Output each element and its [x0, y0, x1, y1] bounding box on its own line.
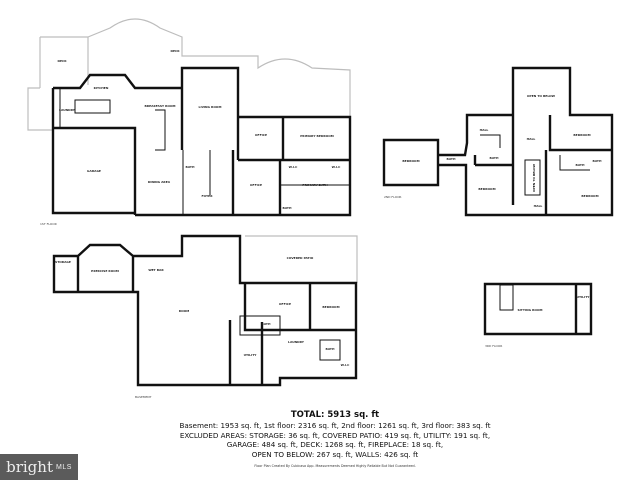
room-label: LAUNDRY — [59, 108, 76, 112]
room-label: LAUNDRY — [288, 340, 305, 344]
room-label: ROOM — [179, 309, 189, 313]
room-label: BATH — [490, 156, 499, 160]
room-label: BEDROOM — [581, 194, 598, 198]
total-area: TOTAL: 5913 sq. ft — [290, 410, 380, 420]
room-label: BATH — [447, 157, 456, 161]
room-label: BATH — [283, 206, 292, 210]
credit-text: Floor Plan Created By Cubicasa App. Meas… — [254, 464, 416, 468]
third-floor-plan: SITTING ROOM UTILITY 3RD FLOOR — [483, 282, 593, 348]
floor-label: 3RD FLOOR — [485, 344, 502, 348]
room-label: UTILITY — [244, 353, 258, 357]
room-label: WET BAR — [148, 268, 164, 272]
room-label: PRIMARY BEDROOM — [300, 134, 334, 138]
room-label: BEDROOM — [478, 187, 495, 191]
room-label: PRIMARY BATH — [302, 183, 328, 187]
logo-suffix: MLS — [55, 463, 72, 471]
room-label: EXERCISE ROOM — [91, 269, 119, 273]
room-label: OPEN TO BELOW — [527, 94, 556, 98]
room-label: OFFICE — [279, 302, 291, 306]
room-label: BEDROOM — [573, 133, 590, 137]
room-label: UTILITY — [577, 295, 591, 299]
bright-mls-logo: bright MLS — [0, 454, 78, 480]
excluded-areas: EXCLUDED AREAS: STORAGE: 36 sq. ft, COVE… — [179, 430, 491, 440]
excluded-areas-cont2: OPEN TO BELOW: 267 sq. ft, WALLS: 426 sq… — [251, 449, 419, 459]
area-summary: TOTAL: 5913 sq. ft Basement: 1953 sq. ft… — [150, 410, 520, 468]
basement-plan: STORAGE EXERCISE ROOM WET BAR COVERED PA… — [52, 234, 358, 399]
room-label: OPEN TO BELOW — [532, 163, 536, 192]
room-label: KITCHEN — [94, 86, 109, 90]
room-label: BREAKFAST ROOM — [145, 104, 176, 108]
first-floor-plan: DECK DECK KITCHEN BREAKFAST ROOM LIVING … — [27, 18, 352, 226]
room-label: HALL — [480, 128, 489, 132]
room-label: OFFICE — [255, 133, 267, 137]
room-label: STORAGE — [55, 260, 71, 264]
room-label: LIVING ROOM — [199, 105, 222, 109]
room-label: BATH — [593, 159, 602, 163]
floor-areas: Basement: 1953 sq. ft, 1st floor: 2316 s… — [179, 421, 491, 430]
room-label: FOYER — [201, 194, 213, 198]
room-label: W.I.C — [341, 363, 350, 367]
room-label: W.I.C — [332, 165, 341, 169]
room-label: BATH — [576, 163, 585, 167]
logo-brand: bright — [6, 458, 53, 476]
room-label: BATH — [326, 347, 335, 351]
floor-label: 2ND FLOOR — [384, 195, 402, 199]
room-label: BEDROOM — [322, 305, 339, 309]
room-label: DECK — [57, 59, 67, 63]
room-label: HALL — [527, 137, 536, 141]
room-label: GARAGE — [87, 169, 101, 173]
floor-label: 1ST FLOOR — [40, 222, 57, 226]
room-label: SITTING ROOM — [518, 308, 543, 312]
room-label: DINING AREA — [148, 180, 171, 184]
floor-label: BASEMENT — [135, 395, 152, 399]
excluded-areas-cont: GARAGE: 484 sq. ft, DECK: 1268 sq. ft, F… — [226, 440, 444, 449]
room-label: W.I.C — [289, 165, 298, 169]
room-label: COVERED PATIO — [287, 256, 314, 260]
room-label: DECK — [170, 49, 180, 53]
room-label: OFFICE — [250, 183, 262, 187]
room-label: BATH — [262, 322, 271, 326]
room-label: BEDROOM — [402, 159, 419, 163]
room-label: BATH — [186, 165, 195, 169]
second-floor-plan: OPEN TO BELOW HALL HALL BEDROOM BEDROOM … — [382, 66, 614, 217]
room-label: HALL — [534, 204, 543, 208]
